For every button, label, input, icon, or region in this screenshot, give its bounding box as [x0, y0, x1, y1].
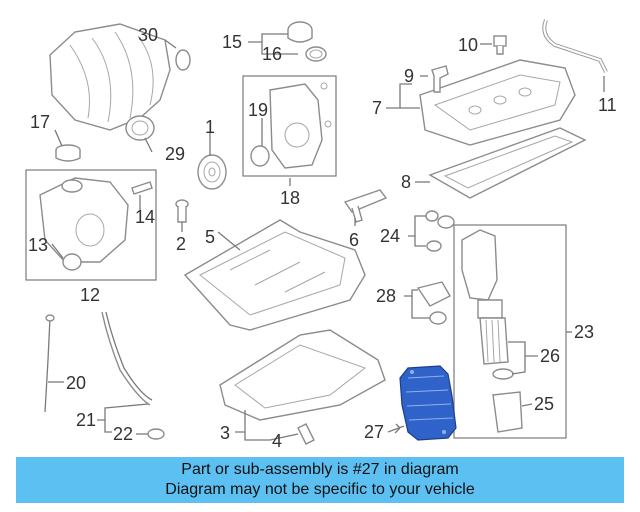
lower-oil-pan: [219, 329, 386, 445]
callout-12: 12: [80, 285, 100, 305]
seal-17: [55, 144, 81, 162]
gasket-28: [416, 281, 451, 325]
callout-6: 6: [349, 230, 359, 250]
seal-16: [305, 46, 327, 62]
callout-3: 3: [220, 423, 230, 443]
callout-11: 11: [598, 95, 617, 115]
callout-26: 26: [540, 346, 560, 366]
callout-17: 17: [30, 112, 50, 132]
pump-group: [25, 169, 157, 281]
callout-25: 25: [534, 394, 554, 414]
banner-line-1: Part or sub-assembly is #27 in diagram: [181, 461, 459, 478]
callout-14: 14: [135, 207, 155, 227]
banner-line-2: Diagram may not be specific to your vehi…: [165, 481, 475, 498]
timing-cover-group: [242, 75, 337, 177]
callout-8: 8: [401, 172, 411, 192]
callout-15: 15: [222, 32, 242, 52]
bolt-2: [175, 199, 189, 223]
callout-13: 13: [28, 235, 48, 255]
callout-18: 18: [280, 188, 300, 208]
callout-21: 21: [76, 410, 96, 430]
hose-11: [542, 19, 608, 73]
callout-19: 19: [248, 100, 268, 120]
valve-cover-gasket: [428, 127, 587, 199]
seals-24: [425, 210, 455, 252]
crank-pulley: [197, 154, 227, 190]
callout-1: 1: [205, 117, 215, 137]
sensor-6: [343, 189, 388, 223]
callout-10: 10: [458, 35, 478, 55]
upper-oil-pan: [183, 219, 366, 331]
callout-23: 23: [574, 322, 594, 342]
callout-4: 4: [272, 431, 282, 451]
callout-20: 20: [66, 373, 86, 393]
dipstick-tube: [101, 311, 165, 440]
callout-24: 24: [380, 226, 400, 246]
callout-2: 2: [176, 234, 186, 254]
callout-29: 29: [165, 144, 185, 164]
intake-manifold: [49, 23, 171, 141]
oil-cap: [287, 21, 313, 43]
callout-9: 9: [404, 66, 414, 86]
gasket-30: [175, 49, 191, 71]
callout-16: 16: [262, 44, 282, 64]
callout-labels: 30 29 17 15 16 1 19 18 14 13 12 2 5 6 3 …: [28, 25, 617, 451]
dipstick: [44, 314, 55, 413]
parts-diagram: 30 29 17 15 16 1 19 18 14 13 12 2 5 6 3 …: [25, 19, 617, 451]
bolt-10: [493, 35, 507, 55]
callout-30: 30: [138, 25, 158, 45]
callout-28: 28: [376, 286, 396, 306]
callout-22: 22: [113, 424, 133, 444]
filter-housing-group: [453, 224, 567, 439]
leader-lines: [48, 33, 605, 441]
callout-27: 27: [364, 422, 384, 442]
callout-5: 5: [205, 227, 215, 247]
info-banner: Part or sub-assembly is #27 in diagram D…: [16, 457, 624, 503]
part-27-highlighted: [399, 365, 457, 441]
valve-cover: [419, 59, 576, 146]
callout-7: 7: [372, 98, 382, 118]
